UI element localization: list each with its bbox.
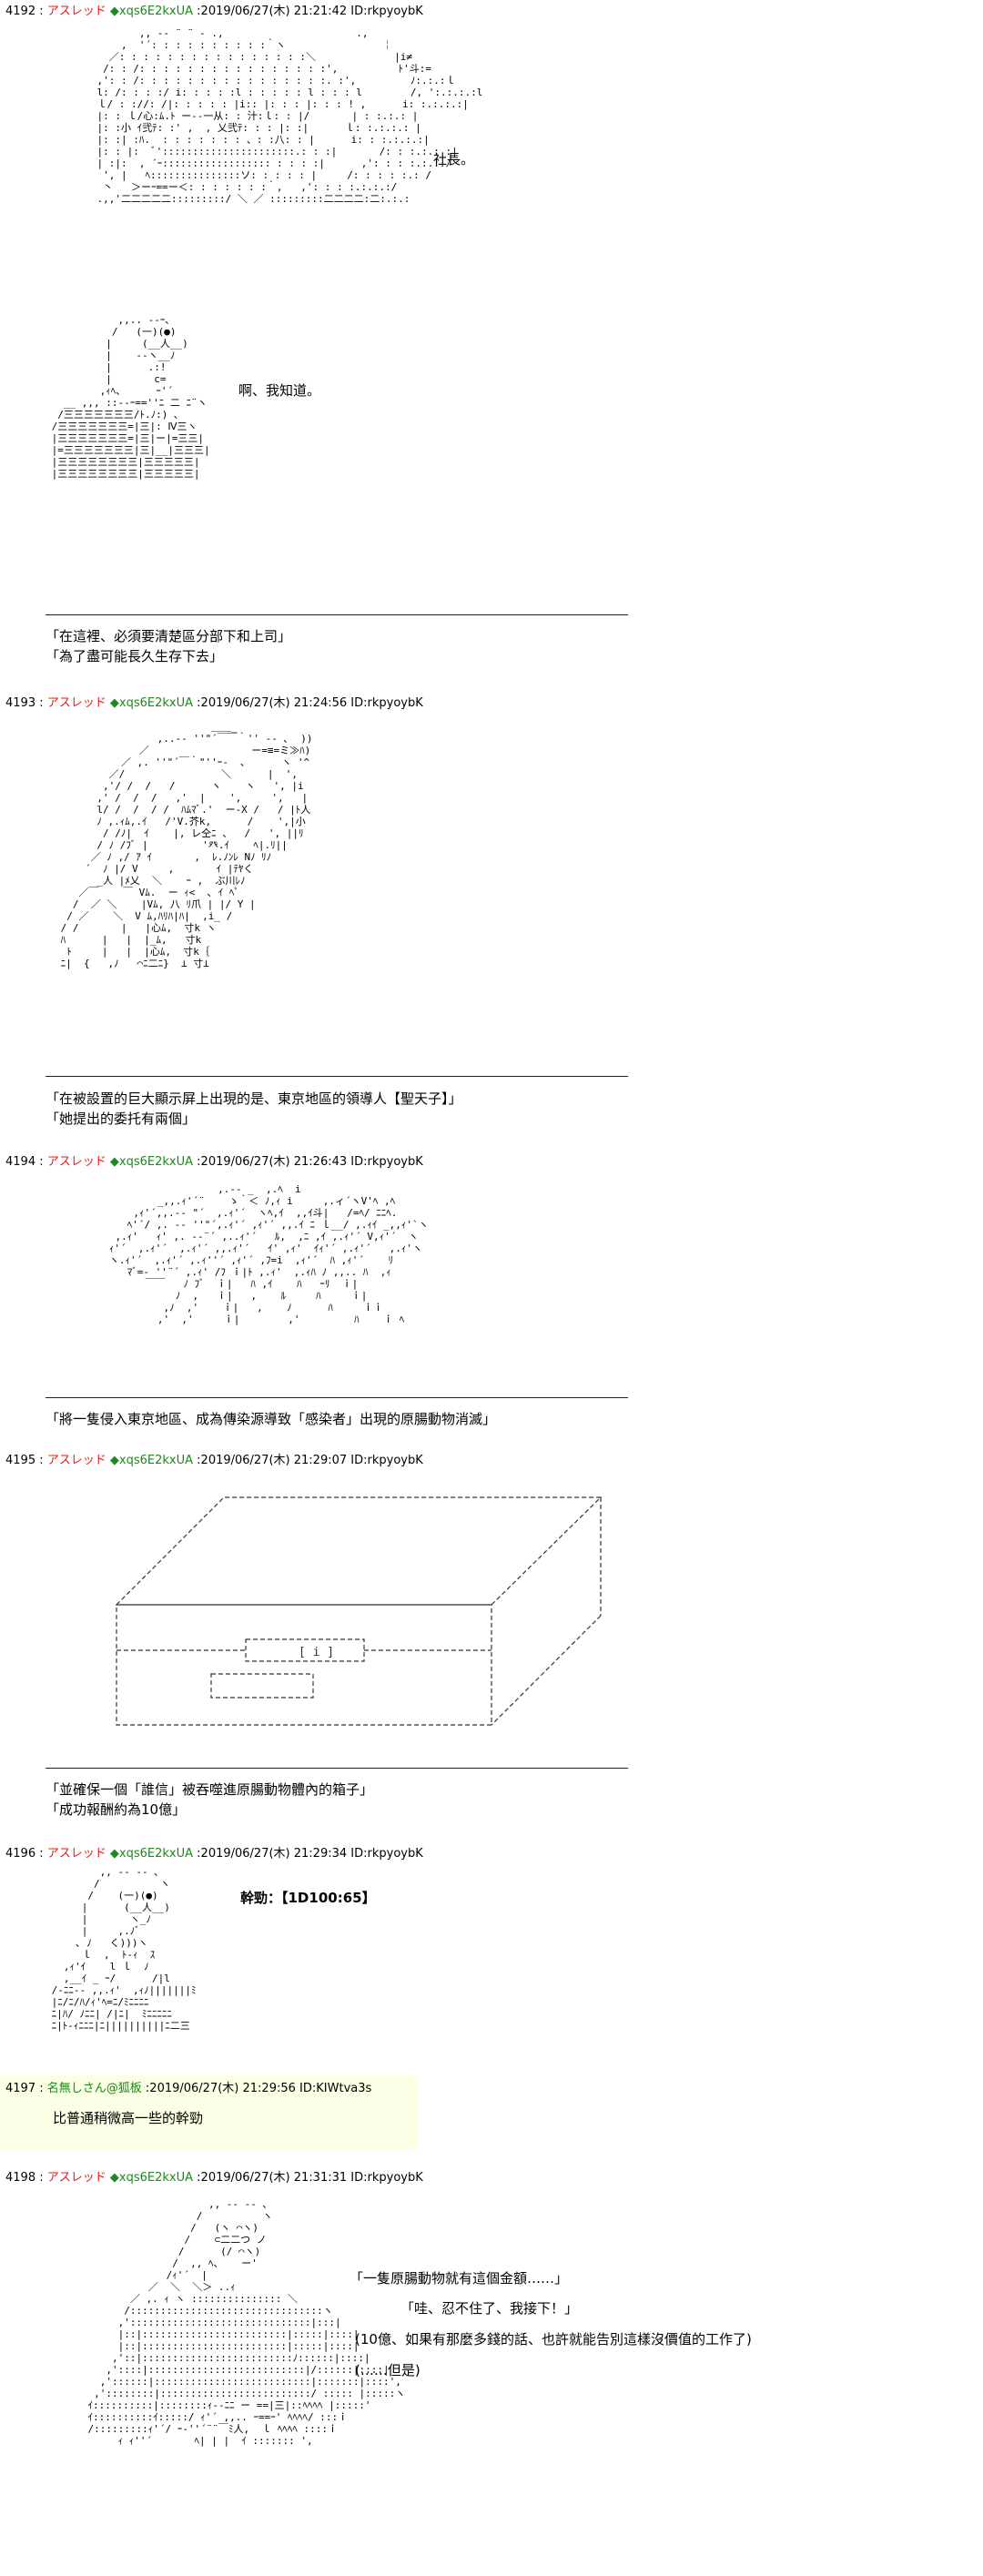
post-header: 4198 : アスレッド ◆xqs6E2kxUA :2019/06/27(木) … bbox=[5, 2171, 423, 2185]
caption-line: 「她提出的委托有兩個」 bbox=[46, 1111, 197, 1127]
post-date: 2019/06/27(木) 21:29:34 bbox=[200, 1847, 348, 1861]
post-id[interactable]: ID:KIWtva3s bbox=[299, 2082, 372, 2095]
poster-name: アスレッド bbox=[46, 696, 106, 710]
speech-line: 社長。 bbox=[433, 151, 475, 167]
post-number[interactable]: 4192 bbox=[5, 5, 36, 18]
poster-trip: ◆xqs6E2kxUA bbox=[109, 2171, 194, 2185]
post-number[interactable]: 4197 bbox=[5, 2082, 36, 2095]
post-date: 2019/06/27(木) 21:21:42 bbox=[200, 5, 348, 18]
caption-line: 「成功報酬約為10億」 bbox=[46, 1801, 187, 1818]
speech-line: 「哇、忍不住了、我接下！」 bbox=[400, 2300, 579, 2317]
post-number[interactable]: 4198 bbox=[5, 2171, 36, 2185]
divider bbox=[46, 614, 628, 615]
post-number[interactable]: 4195 bbox=[5, 1454, 36, 1467]
divider bbox=[46, 1397, 628, 1398]
ascii-art-gastrea-spider: ,.-‐ _ ,.ﾍ i _,,.ｨ'´¨ ゝ｀＜ ﾉ,ｨ i ,.ィ´ヽV'ﾍ… bbox=[108, 1183, 429, 1325]
reply-4197: 4197 : 名無しさん@狐板 :2019/06/27(木) 21:29:56 … bbox=[0, 2075, 419, 2150]
speech-line: 啊、我知道。 bbox=[238, 382, 321, 399]
poster-name: アスレッド bbox=[46, 2171, 106, 2185]
post-header: 4194 : アスレッド ◆xqs6E2kxUA :2019/06/27(木) … bbox=[5, 1155, 423, 1169]
svg-text:[ i ]: [ i ] bbox=[299, 1646, 334, 1659]
divider bbox=[46, 1768, 628, 1769]
ascii-art-worker-2: ,, -‐ ‐- ､ / ヽ / (一)(●) | (__人__) | ヽ_ﾉ … bbox=[51, 1866, 197, 2032]
post-header: 4197 : 名無しさん@狐板 :2019/06/27(木) 21:29:56 … bbox=[5, 2082, 372, 2095]
post-number[interactable]: 4193 bbox=[5, 696, 36, 710]
ascii-art-worker: ,,.. -‐ｰ､ / (一)(●) | (__人__) | ‐‐ヽ__ﾉ | … bbox=[51, 314, 210, 480]
dice-roll-text: 幹勁：【1D100:65】 bbox=[240, 1890, 376, 1906]
post-number[interactable]: 4196 bbox=[5, 1847, 36, 1861]
briefcase-drawing: [ i ] bbox=[115, 1496, 603, 1726]
reply-body: 比普通稍微高一些的幹勁 bbox=[53, 2110, 204, 2126]
poster-name: アスレッド bbox=[46, 5, 106, 18]
post-header: 4195 : アスレッド ◆xqs6E2kxUA :2019/06/27(木) … bbox=[5, 1454, 423, 1467]
ascii-art-boss: ,, -‐ ¨ ¨ ‐ ., ., , '´: : : : : : : : : … bbox=[96, 27, 483, 205]
post-id[interactable]: ID:rkpyoybK bbox=[350, 5, 423, 18]
speech-line: (……但是) bbox=[355, 2362, 421, 2378]
poster-name: アスレッド bbox=[46, 1454, 106, 1467]
post-id[interactable]: ID:rkpyoybK bbox=[350, 2171, 423, 2185]
caption-line: 「將一隻侵入東京地區、成為傳染源導致「感染者」出現的原腸動物消滅」 bbox=[46, 1411, 497, 1427]
post-id[interactable]: ID:rkpyoybK bbox=[350, 1155, 423, 1169]
poster-name: アスレッド bbox=[46, 1847, 106, 1861]
poster-trip: ◆xqs6E2kxUA bbox=[109, 1155, 194, 1169]
speech-line: (10億、如果有那麼多錢的話、也許就能告別這樣沒價值的工作了) bbox=[355, 2331, 752, 2348]
poster-name: アスレッド bbox=[46, 1155, 106, 1169]
caption-line: 「在這裡、必須要清楚區分部下和上司」 bbox=[46, 628, 292, 644]
post-date: 2019/06/27(木) 21:29:56 bbox=[149, 2082, 296, 2095]
post-number[interactable]: 4194 bbox=[5, 1155, 36, 1169]
caption-line: 「並確保一個「誰信」被吞噬進原腸動物體內的箱子」 bbox=[46, 1781, 374, 1798]
poster-trip: ◆xqs6E2kxUA bbox=[109, 1454, 194, 1467]
caption-line: 「在被設置的巨大顯示屏上出現的是、東京地區的領導人【聖天子】」 bbox=[46, 1090, 462, 1107]
post-header: 4193 : アスレッド ◆xqs6E2kxUA :2019/06/27(木) … bbox=[5, 696, 423, 710]
poster-trip: ◆xqs6E2kxUA bbox=[109, 696, 194, 710]
speech-line: 「一隻原腸動物就有這個金額……」 bbox=[350, 2270, 569, 2287]
post-id[interactable]: ID:rkpyoybK bbox=[350, 696, 423, 710]
post-header: 4196 : アスレッド ◆xqs6E2kxUA :2019/06/27(木) … bbox=[5, 1847, 423, 1861]
post-date: 2019/06/27(木) 21:29:07 bbox=[200, 1454, 348, 1467]
post-id[interactable]: ID:rkpyoybK bbox=[350, 1454, 423, 1467]
post-date: 2019/06/27(木) 21:24:56 bbox=[200, 696, 348, 710]
poster-trip: ◆xqs6E2kxUA bbox=[109, 1847, 194, 1861]
ascii-art-seitenshi: ＿＿_ ,..-‐ ''"´￣￣｀'' ‐- ､ )) ／ ー=≡=ミ≫ﾊ) ／… bbox=[60, 721, 313, 969]
poster-trip: ◆xqs6E2kxUA bbox=[109, 5, 194, 18]
post-id[interactable]: ID:rkpyoybK bbox=[350, 1847, 423, 1861]
caption-line: 「為了盡可能長久生存下去」 bbox=[46, 648, 224, 664]
post-date: 2019/06/27(木) 21:31:31 bbox=[200, 2171, 348, 2185]
poster-name: 名無しさん@狐板 bbox=[46, 2082, 142, 2095]
post-header: 4192 : アスレッド ◆xqs6E2kxUA :2019/06/27(木) … bbox=[5, 5, 423, 18]
post-date: 2019/06/27(木) 21:26:43 bbox=[200, 1155, 348, 1169]
divider bbox=[46, 1076, 628, 1077]
ascii-art-worker-3: ,, -‐ ‐- ､ / ヽ / (ヽ ⌒ヽ) / ⊂二二つ ノ / (/ ⌒ヽ… bbox=[87, 2198, 406, 2447]
